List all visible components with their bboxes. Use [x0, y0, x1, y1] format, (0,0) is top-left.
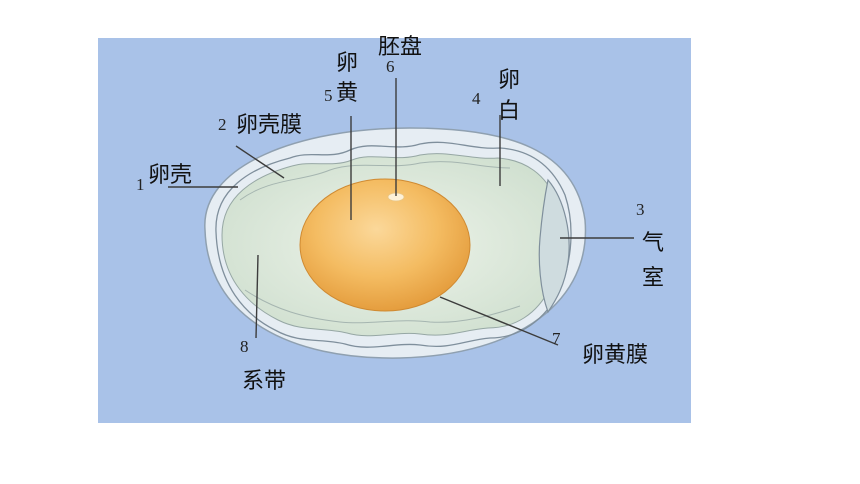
label-shell: 卵壳 — [148, 163, 192, 188]
albumen-wave-top — [239, 161, 511, 201]
label-air-cell-1: 气 — [642, 231, 664, 256]
leader-line-8 — [255, 254, 259, 339]
air-cell — [538, 178, 570, 314]
leader-line-7 — [439, 296, 559, 346]
part-number-5: 5 — [324, 86, 333, 105]
yolk — [299, 178, 471, 312]
part-number-1: 1 — [136, 175, 145, 194]
label-chalaza: 系带 — [242, 369, 286, 394]
label-germinal-disc: 胚盘 — [378, 35, 422, 60]
part-number-3: 3 — [636, 200, 645, 219]
label-air-cell-2: 室 — [642, 266, 664, 291]
part-number-4: 4 — [472, 89, 481, 108]
part-number-7: 7 — [552, 329, 561, 348]
label-albumen-1: 卵 — [498, 68, 520, 93]
leader-line-2 — [235, 145, 285, 179]
label-vitelline-membrane: 卵黄膜 — [582, 343, 648, 368]
part-number-6: 6 — [386, 57, 395, 76]
albumen-wave-bottom — [244, 289, 521, 324]
label-yolk-2: 黄 — [336, 81, 358, 106]
part-number-8: 8 — [240, 337, 249, 356]
part-number-2: 2 — [218, 115, 227, 134]
label-shell-membrane: 卵壳膜 — [236, 113, 302, 138]
label-yolk-1: 卵 — [336, 51, 358, 76]
label-albumen-2: 白 — [498, 99, 520, 124]
